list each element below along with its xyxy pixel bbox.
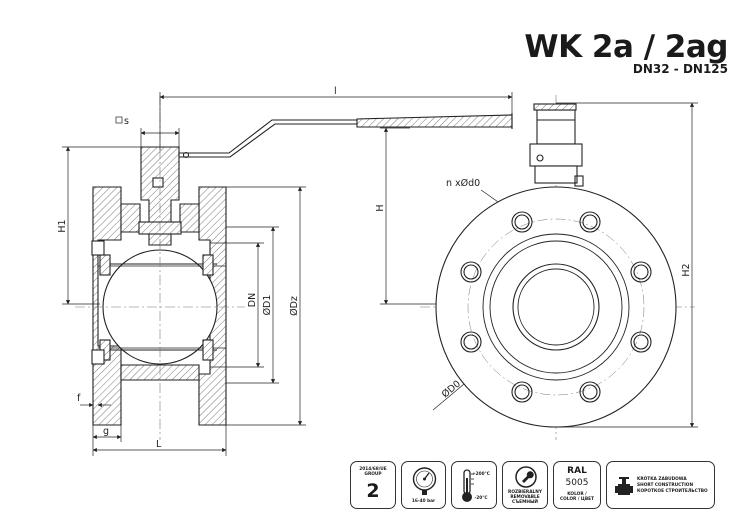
- dim-H1: H1: [57, 219, 68, 232]
- temp-low: -20°C: [474, 496, 488, 501]
- dim-D0: ØD0: [440, 378, 463, 400]
- pressure-badge: 16-40 bar: [401, 461, 446, 509]
- construction-ru: КОРОТКОЕ СТРОИТЕЛЬСТВО: [637, 489, 708, 494]
- front-view: [435, 103, 677, 428]
- removable-badge: ROZBIERALNY REMOVABLE СЪЕМНЫЙ: [502, 461, 548, 509]
- dim-s: s: [124, 116, 129, 127]
- dim-Dz: ØDz: [289, 296, 300, 316]
- group-value: 2: [366, 480, 380, 502]
- dim-f: f: [77, 393, 81, 404]
- product-size-range: DN32 - DN125: [632, 62, 728, 76]
- dim-D1: ØD1: [262, 295, 273, 316]
- removable-pl: ROZBIERALNY: [508, 490, 542, 495]
- dim-g: g: [103, 426, 109, 437]
- valve-icon: [615, 477, 633, 495]
- removable-ru: СЪЕМНЫЙ: [511, 500, 539, 505]
- dim-L: L: [156, 439, 162, 450]
- ral-color-label-2: COLOR / ЦВЕТ: [559, 497, 595, 502]
- temp-high: +200°C: [472, 472, 490, 477]
- construction-badge: KRÓTKA ZABUDOWA SHORT CONSTRUCTION КОРОТ…: [606, 461, 715, 509]
- dim-DN: DN: [247, 293, 258, 307]
- wrench-icon: [515, 466, 537, 488]
- removable-en: REMOVABLE: [510, 495, 540, 500]
- dim-H: H: [375, 204, 386, 211]
- dim-ndd0: n xØd0: [446, 178, 480, 189]
- temperature-badge: +200°C -20°C: [451, 461, 497, 509]
- pressure-range: 16-40 bar: [411, 499, 436, 504]
- group-badge: 2014/68/UE GROUP 2: [350, 461, 396, 509]
- title-block: WK 2a / 2ag DN32 - DN125: [524, 30, 728, 76]
- ral-badge: RAL 5005 KOLOR / COLOR / ЦВЕТ: [553, 461, 601, 509]
- construction-pl: KRÓTKA ZABUDOWA: [637, 477, 687, 482]
- thermometer-icon: [462, 469, 474, 502]
- construction-en: SHORT CONSTRUCTION: [637, 483, 694, 488]
- ral-title: RAL: [567, 466, 587, 476]
- section-view: [91, 113, 513, 426]
- product-title: WK 2a / 2ag: [524, 29, 728, 65]
- group-label: GROUP: [364, 472, 382, 477]
- dim-H2: H2: [681, 263, 692, 276]
- ral-color-label: KOLOR /: [567, 492, 587, 497]
- group-directive: 2014/68/UE: [359, 467, 387, 472]
- ral-value: 5005: [565, 478, 589, 488]
- dim-l: l: [334, 86, 337, 97]
- pressure-gauge-icon: [412, 467, 437, 495]
